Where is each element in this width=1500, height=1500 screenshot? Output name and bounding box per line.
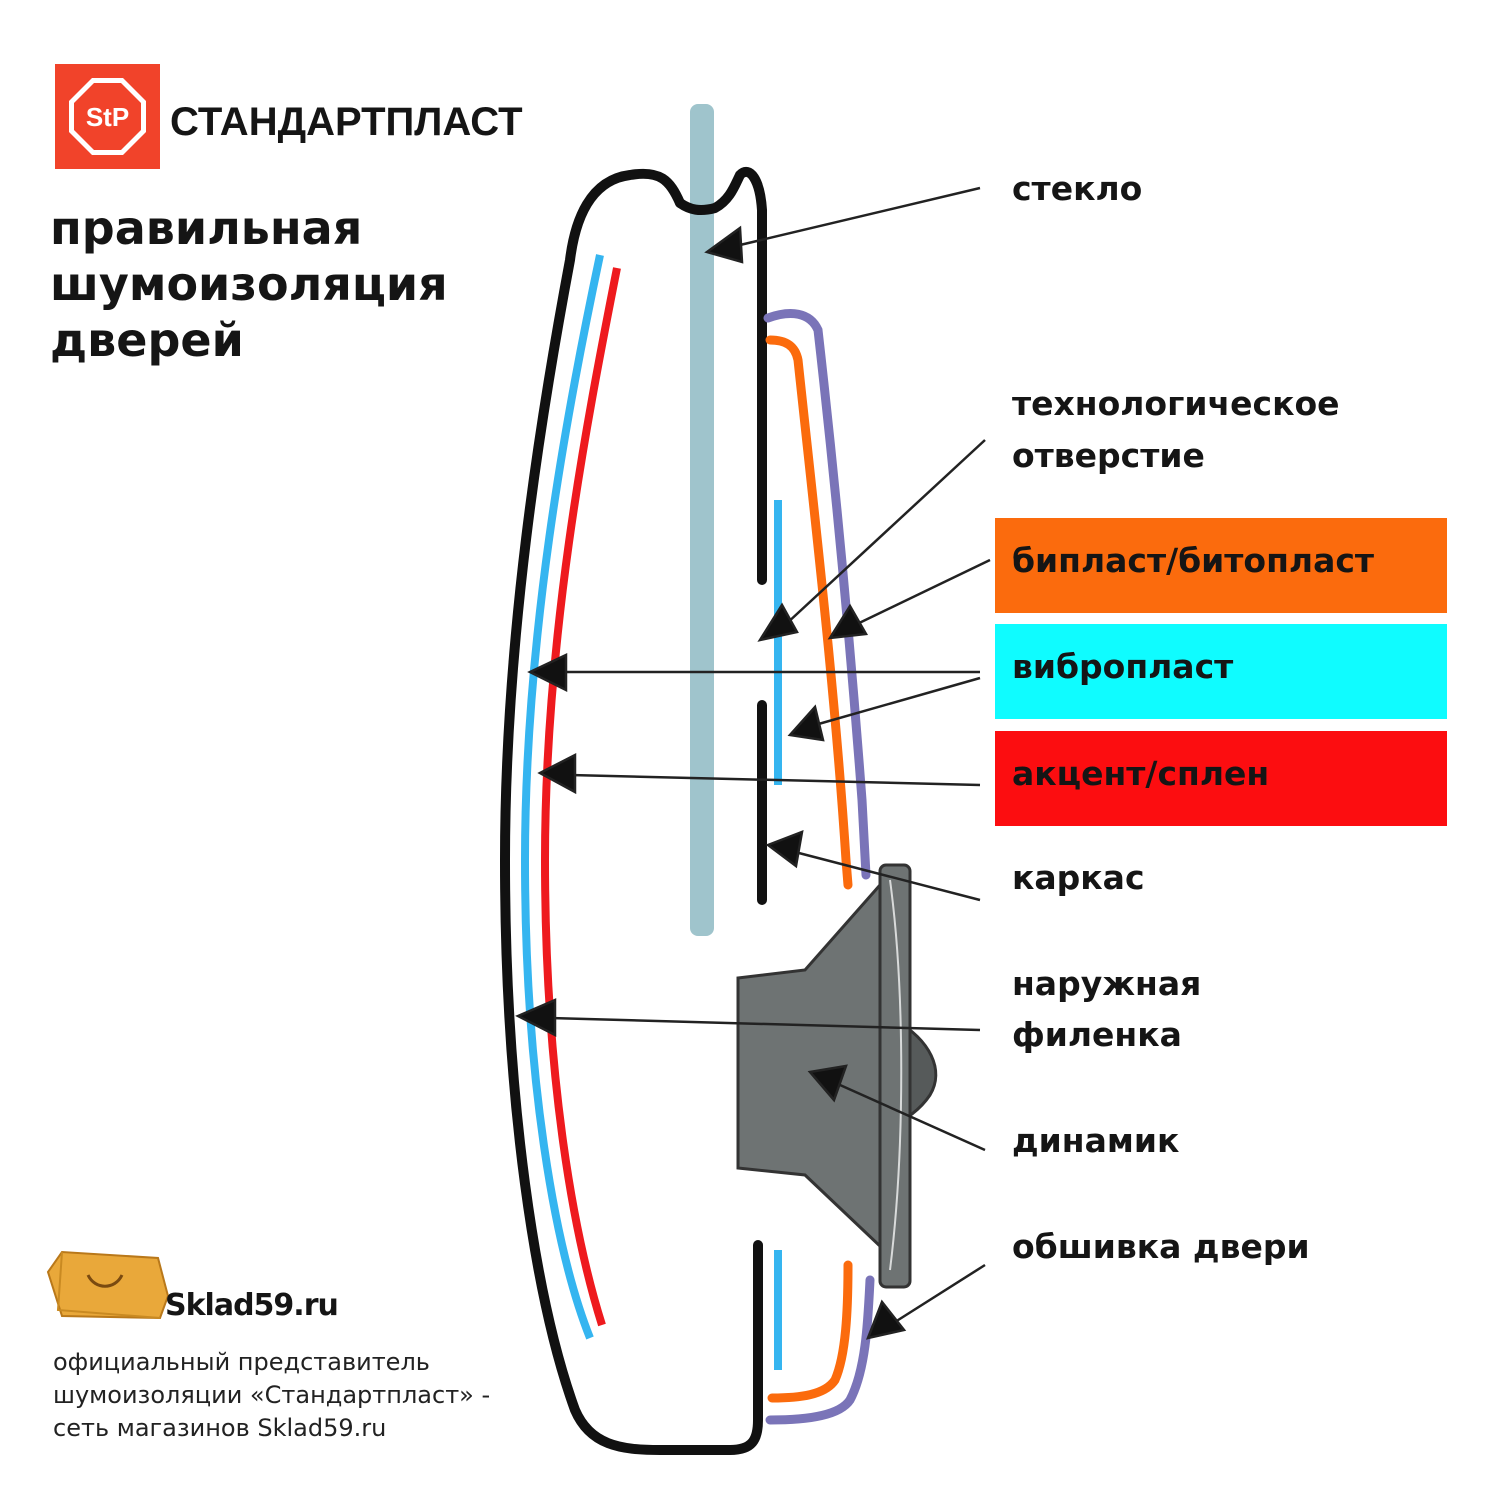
door-inner-shell-top [675,167,767,585]
biplast-layer-upper [765,335,853,890]
label-vibroplast: вибропласт [1012,647,1234,686]
label-accent: акцент/сплен [1012,754,1270,793]
speaker-rim [878,863,912,1289]
label-door-trim: обшивка двери [1012,1227,1310,1266]
accent-layer [540,267,621,1327]
label-outer-panel-line2: филенка [1012,1015,1182,1054]
footer-text: официальный представитель шумоизоляции «… [53,1346,490,1445]
legend-vibroplast-band: вибропласт [995,624,1447,719]
door-outer-shell [499,168,763,1455]
title-line: правильная [50,201,363,255]
speaker-rim-curve [889,879,903,1271]
label-speaker: динамик [1012,1121,1180,1160]
label-biplast: бипласт/битопласт [1012,541,1375,580]
footer-line: сеть магазинов Sklad59.ru [53,1414,387,1442]
shop-name: Sklad59.ru [165,1288,339,1323]
door-trim-upper [763,309,871,880]
label-glass: стекло [1012,169,1143,208]
glass-pane [690,104,714,936]
biplast-layer-lower [767,1260,853,1403]
pointer-arrows [515,186,991,1340]
label-tech-hole-line2: отверстие [1012,436,1205,475]
logo-text: StP [86,102,129,132]
label-outer-panel-line1: наружная [1012,964,1202,1003]
logo-octagon-icon: StP [69,78,146,155]
door-trim-lower [765,1275,875,1425]
legend-biplast-band: бипласт/битопласт [995,518,1447,613]
brand-name: СТАНДАРТПЛАСТ [170,100,523,144]
title-line: шумоизоляция [50,257,448,311]
speaker-body [736,881,884,1252]
footer-line: официальный представитель [53,1348,430,1376]
title-line: дверей [50,313,244,367]
shopping-bag-icon [46,1250,170,1320]
legend-accent-band: акцент/сплен [995,731,1447,826]
label-tech-hole-line1: технологическое [1012,384,1340,423]
brand-logo: StP [55,64,160,169]
label-frame: каркас [1012,858,1145,897]
footer-line: шумоизоляции «Стандартпласт» - [53,1381,491,1409]
page-title: правильная шумоизоляция дверей [50,200,448,368]
vibroplast-layer-outer [520,254,604,1340]
